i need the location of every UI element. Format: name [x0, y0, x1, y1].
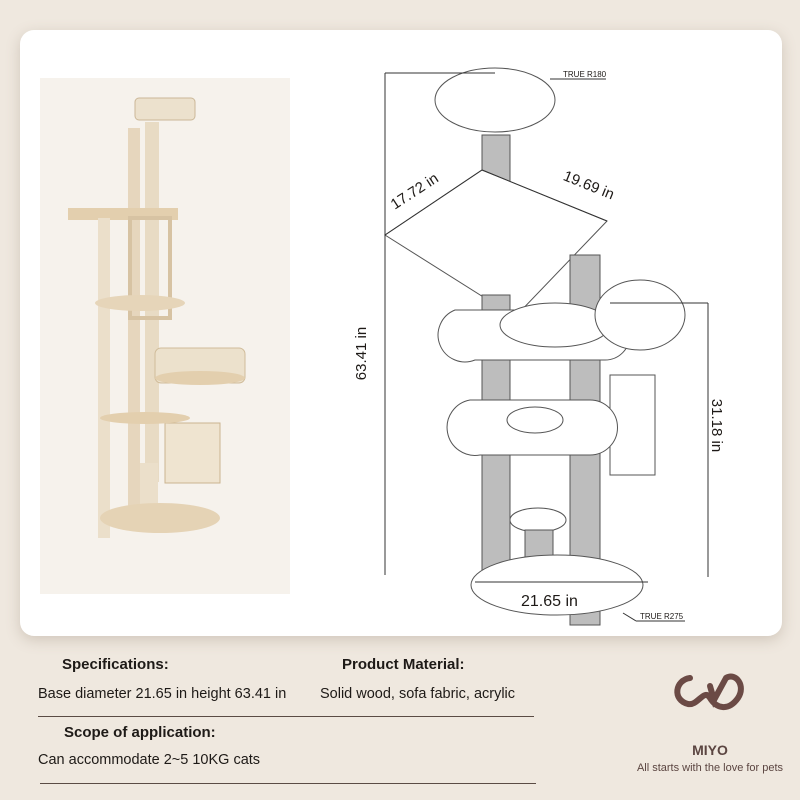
specifications-value: Base diameter 21.65 in height 63.41 in [38, 686, 287, 702]
product-photo [40, 78, 290, 594]
material-value: Solid wood, sofa fabric, acrylic [320, 686, 516, 702]
cat-tree-line-drawing [384, 67, 709, 626]
material-label: Product Material: [342, 656, 465, 673]
divider [40, 783, 536, 784]
divider [38, 716, 534, 717]
side-height-label: 31.18 in [708, 398, 726, 453]
top-radius-label: TRUE R180 [563, 70, 607, 79]
brand-name: MIYO [692, 742, 728, 758]
dimension-drawing: TRUE R180 TRUE R275 17.72 in 19.69 in 63… [353, 55, 770, 630]
base-radius-label: TRUE R275 [640, 612, 684, 621]
miyo-logo-icon [674, 673, 744, 710]
specifications-label: Specifications: [62, 656, 169, 673]
scope-label: Scope of application: [64, 724, 216, 741]
brand-logo [620, 668, 800, 723]
scope-value: Can accommodate 2~5 10KG cats [38, 752, 261, 768]
height-label: 63.41 in [353, 326, 371, 381]
cat-tree-photo [68, 97, 246, 538]
brand-tagline: All starts with the love for pets [636, 762, 784, 774]
base-diameter-label: 21.65 in [521, 593, 578, 610]
